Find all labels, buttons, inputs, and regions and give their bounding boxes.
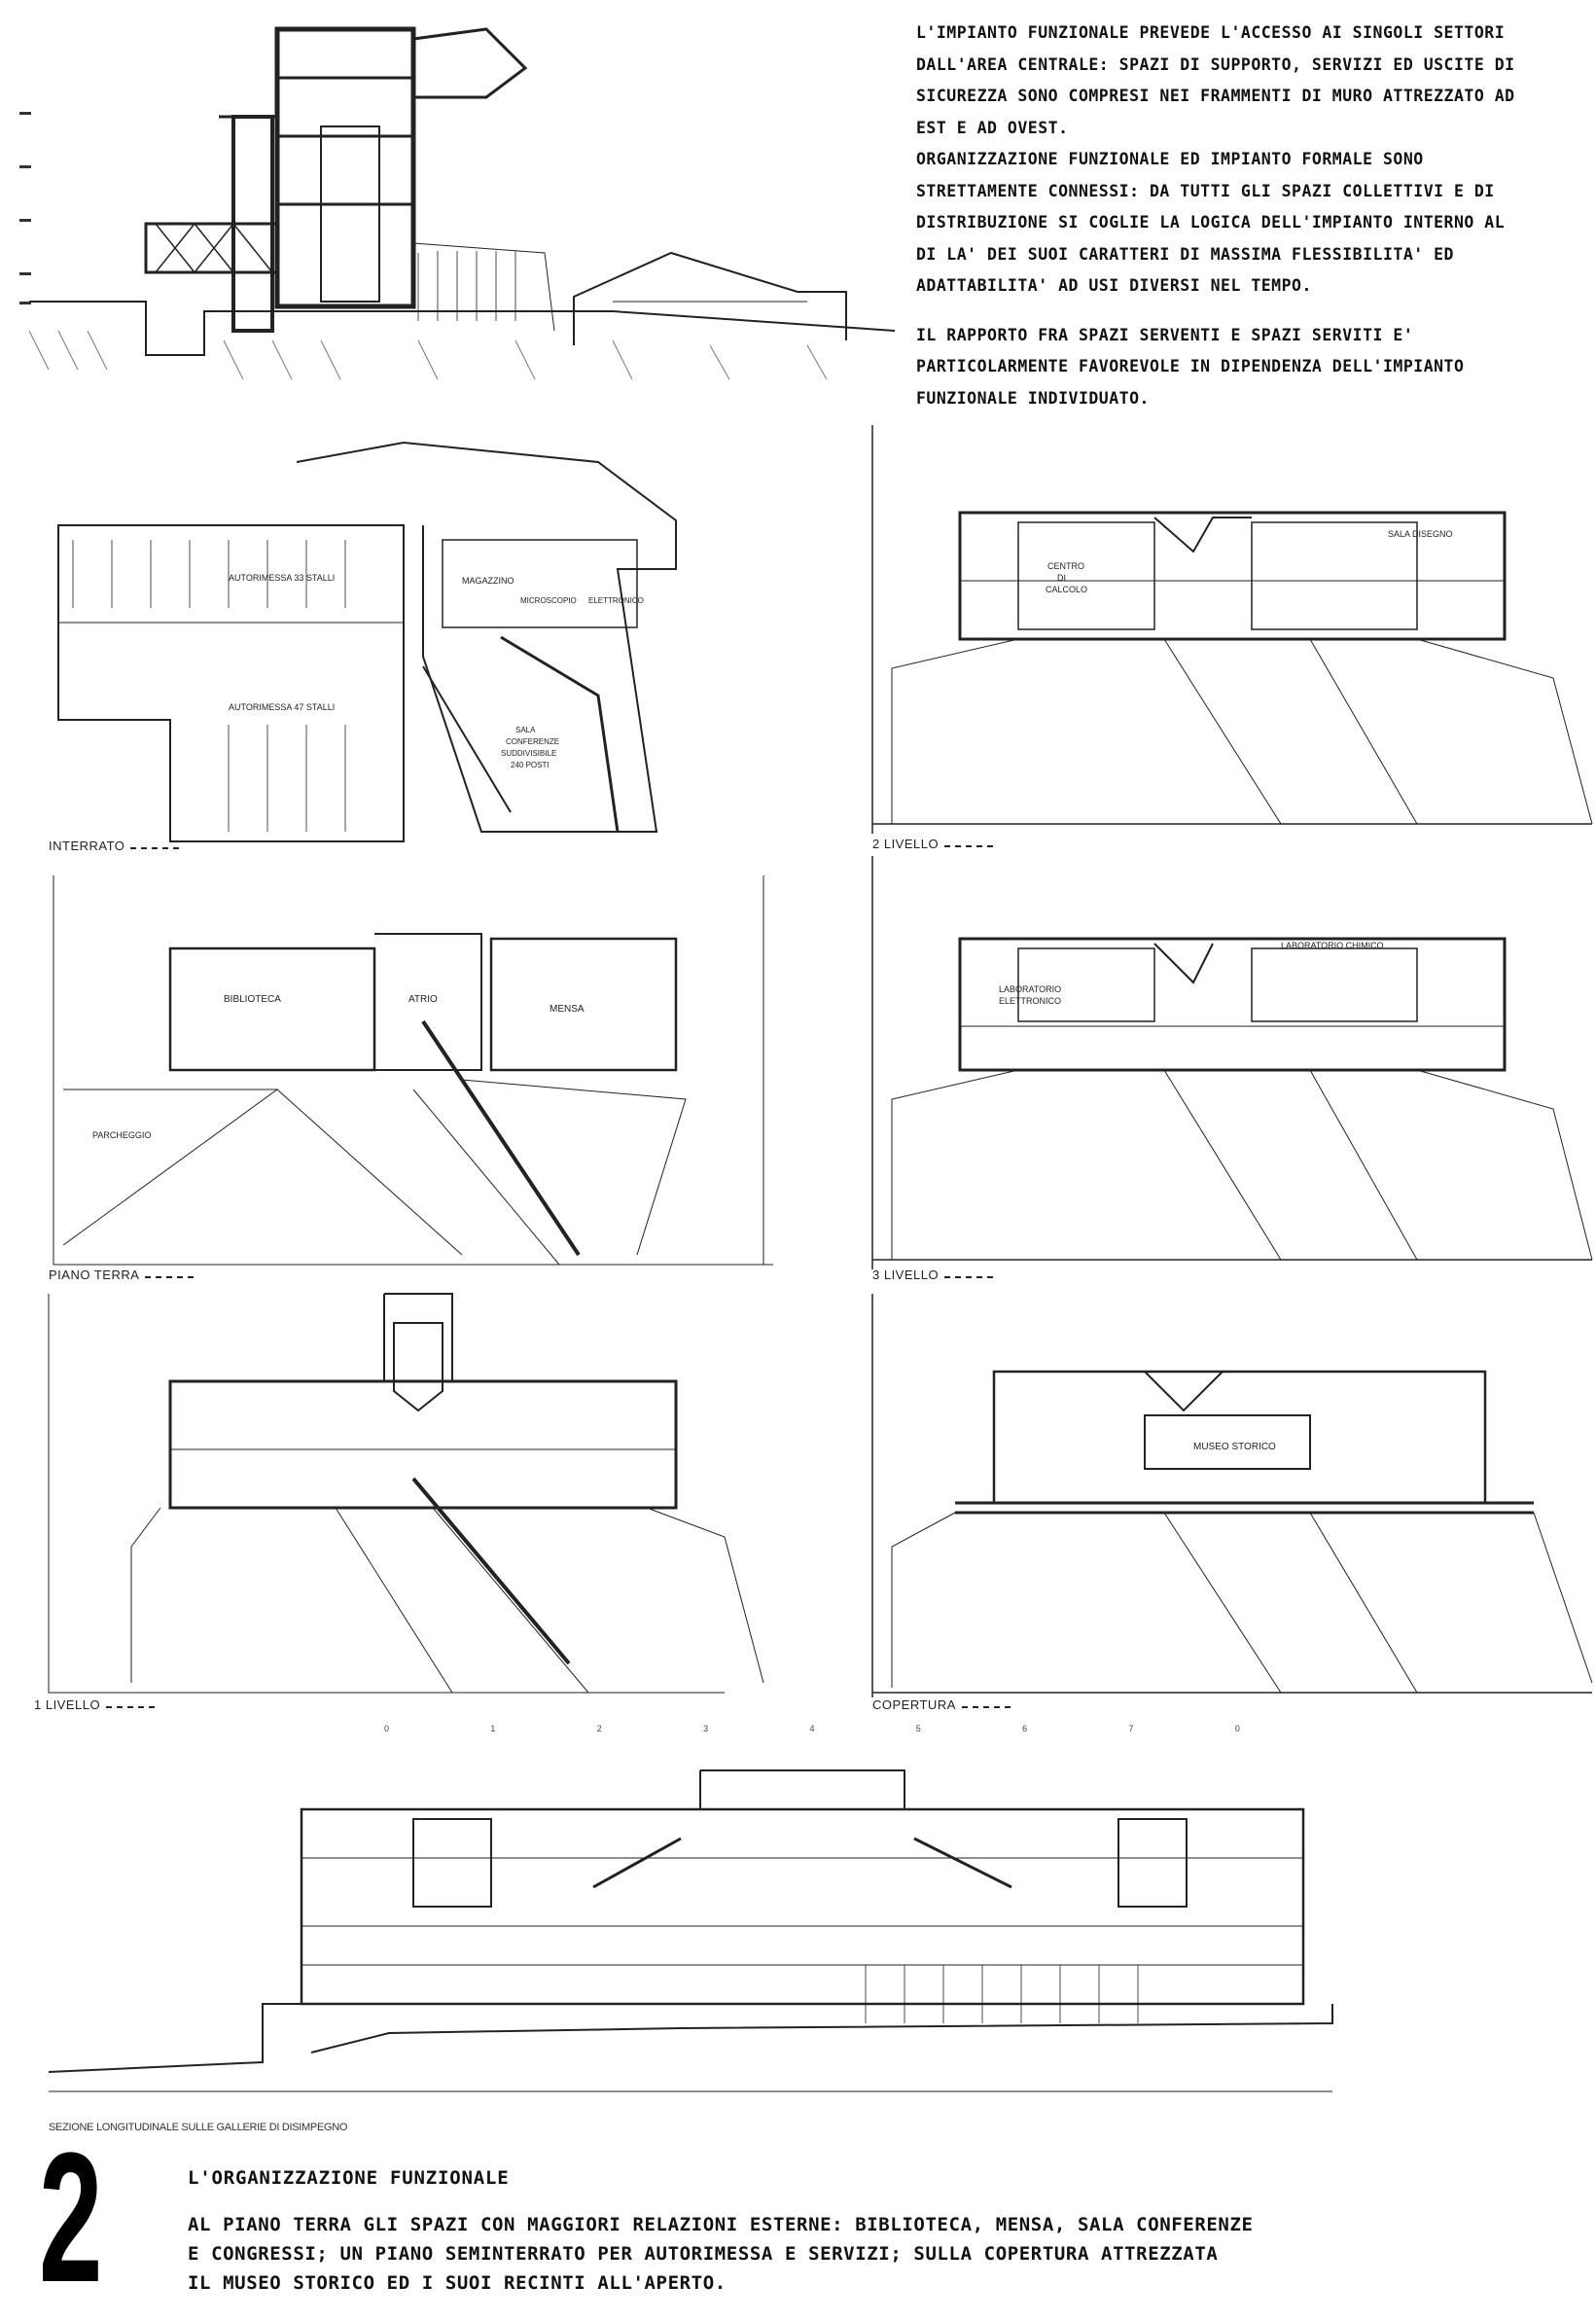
scale-bar — [130, 844, 180, 850]
longitudinal-section-drawing — [48, 1769, 1333, 2092]
section-scale-ticks: 0 1 2 3 4 5 6 7 0 — [384, 1724, 1240, 1733]
scale-tick: 1 — [490, 1724, 496, 1733]
sheet-title: L'ORGANIZZAZIONE FUNZIONALE — [188, 2167, 510, 2189]
scale-bar — [961, 1703, 1011, 1709]
text-line: ORGANIZZAZIONE FUNZIONALE ED IMPIANTO FO… — [916, 150, 1424, 168]
scale-tick: 5 — [915, 1724, 921, 1733]
room-label: AUTORIMESSA 33 STALLI — [229, 573, 335, 583]
plan-label-livello-3: 3 LIVELLO — [872, 1268, 994, 1282]
sheet-number: 2 — [39, 2115, 103, 2321]
room-label: ELETTRONICO — [588, 596, 644, 605]
room-label: SALA DISEGNO — [1388, 529, 1453, 539]
description-line: AL PIANO TERRA GLI SPAZI CON MAGGIORI RE… — [188, 2214, 1254, 2235]
plan-label-copertura: COPERTURA — [872, 1697, 1011, 1712]
room-label: MICROSCOPIO — [520, 596, 577, 605]
scale-tick: 0 — [1234, 1724, 1240, 1733]
plan-label-livello-2: 2 LIVELLO — [872, 837, 994, 851]
description-line: E CONGRESSI; UN PIANO SEMINTERRATO PER A… — [188, 2243, 1219, 2265]
scale-tick: 2 — [596, 1724, 602, 1733]
room-label: PARCHEGGIO — [92, 1130, 151, 1140]
text-line: PARTICOLARMENTE FAVOREVOLE IN DIPENDENZA… — [916, 357, 1465, 375]
room-label: 240 POSTI — [511, 761, 550, 769]
scale-tick: 6 — [1022, 1724, 1028, 1733]
plan-label-text: COPERTURA — [872, 1697, 956, 1712]
scale-bar — [106, 1703, 156, 1709]
room-label: SUDDIVISIBILE — [501, 749, 556, 758]
text-line: FUNZIONALE INDIVIDUATO. — [916, 388, 1150, 408]
plan-label-piano-terra: PIANO TERRA — [49, 1268, 195, 1282]
scale-bar — [944, 1273, 994, 1279]
plan-livello-1 — [48, 1293, 764, 1694]
plan-label-text: PIANO TERRA — [49, 1268, 140, 1282]
scale-tick: 3 — [703, 1724, 709, 1733]
intro-paragraph-1: L'IMPIANTO FUNZIONALE PREVEDE L'ACCESSO … — [916, 18, 1587, 144]
text-line: ADATTABILITA' AD USI DIVERSI NEL TEMPO. — [916, 276, 1312, 295]
plan-piano-terra: BIBLIOTECA ATRIO MENSA PARCHEGGIO — [53, 875, 773, 1266]
scale-tick: 4 — [809, 1724, 815, 1733]
intro-paragraph-2: ORGANIZZAZIONE FUNZIONALE ED IMPIANTO FO… — [916, 144, 1587, 303]
plan-label-text: 2 LIVELLO — [872, 837, 940, 851]
text-line: STRETTAMENTE CONNESSI: DA TUTTI GLI SPAZ… — [916, 181, 1495, 200]
plan-livello-3: LABORATORIO ELETTRONICO LABORATORIO CHIM… — [871, 856, 1593, 1269]
intro-text: L'IMPIANTO FUNZIONALE PREVEDE L'ACCESSO … — [916, 18, 1587, 414]
plan-label-text: 1 LIVELLO — [34, 1697, 101, 1712]
room-label: MENSA — [550, 1004, 585, 1015]
plan-label-interrato: INTERRATO — [49, 839, 180, 853]
room-label: CALCOLO — [1046, 585, 1087, 594]
room-label: AUTORIMESSA 47 STALLI — [229, 702, 335, 712]
text-line: EST E AD OVEST. — [916, 118, 1069, 137]
scale-bar — [145, 1273, 195, 1279]
room-label: ATRIO — [408, 994, 438, 1005]
text-line: DISTRIBUZIONE SI COGLIE LA LOGICA DELL'I… — [916, 213, 1506, 232]
text-line: DI LA' DEI SUOI CARATTERI DI MASSIMA FLE… — [916, 244, 1454, 264]
plan-livello-2: CENTRO DI CALCOLO SALA DISEGNO — [871, 425, 1593, 834]
room-label: MAGAZZINO — [462, 576, 514, 586]
scale-tick: 0 — [384, 1724, 390, 1733]
text-line: IL RAPPORTO FRA SPAZI SERVENTI E SPAZI S… — [916, 325, 1414, 344]
plan-copertura: MUSEO STORICO — [871, 1294, 1593, 1697]
room-label: MUSEO STORICO — [1193, 1442, 1276, 1452]
plan-label-text: 3 LIVELLO — [872, 1268, 940, 1282]
text-line: DALL'AREA CENTRALE: SPAZI DI SUPPORTO, S… — [916, 54, 1515, 74]
cross-section-drawing — [19, 26, 896, 380]
room-label: CONFERENZE — [506, 737, 559, 746]
room-label: BIBLIOTECA — [224, 994, 281, 1005]
room-label: CENTRO — [1047, 561, 1084, 571]
plan-interrato: AUTORIMESSA 33 STALLI AUTORIMESSA 47 STA… — [57, 441, 677, 842]
intro-paragraph-3: IL RAPPORTO FRA SPAZI SERVENTI E SPAZI S… — [916, 320, 1587, 415]
room-label: DI — [1057, 573, 1066, 583]
section-caption: SEZIONE LONGITUDINALE SULLE GALLERIE DI … — [49, 2122, 348, 2133]
description-line: IL MUSEO STORICO ED I SUOI RECINTI ALL'A… — [188, 2272, 727, 2294]
plan-label-livello-1: 1 LIVELLO — [34, 1697, 156, 1712]
room-label: ELETTRONICO — [999, 996, 1061, 1006]
room-label: LABORATORIO — [999, 984, 1061, 994]
room-label: LABORATORIO CHIMICO — [1281, 941, 1384, 950]
sheet-description: AL PIANO TERRA GLI SPAZI CON MAGGIORI RE… — [188, 2210, 1254, 2298]
text-line: L'IMPIANTO FUNZIONALE PREVEDE L'ACCESSO … — [916, 23, 1506, 42]
text-line: SICUREZZA SONO COMPRESI NEI FRAMMENTI DI… — [916, 87, 1515, 105]
scale-bar — [944, 842, 994, 848]
plan-label-text: INTERRATO — [49, 839, 125, 853]
room-label: SALA — [515, 726, 536, 734]
scale-tick: 7 — [1128, 1724, 1134, 1733]
